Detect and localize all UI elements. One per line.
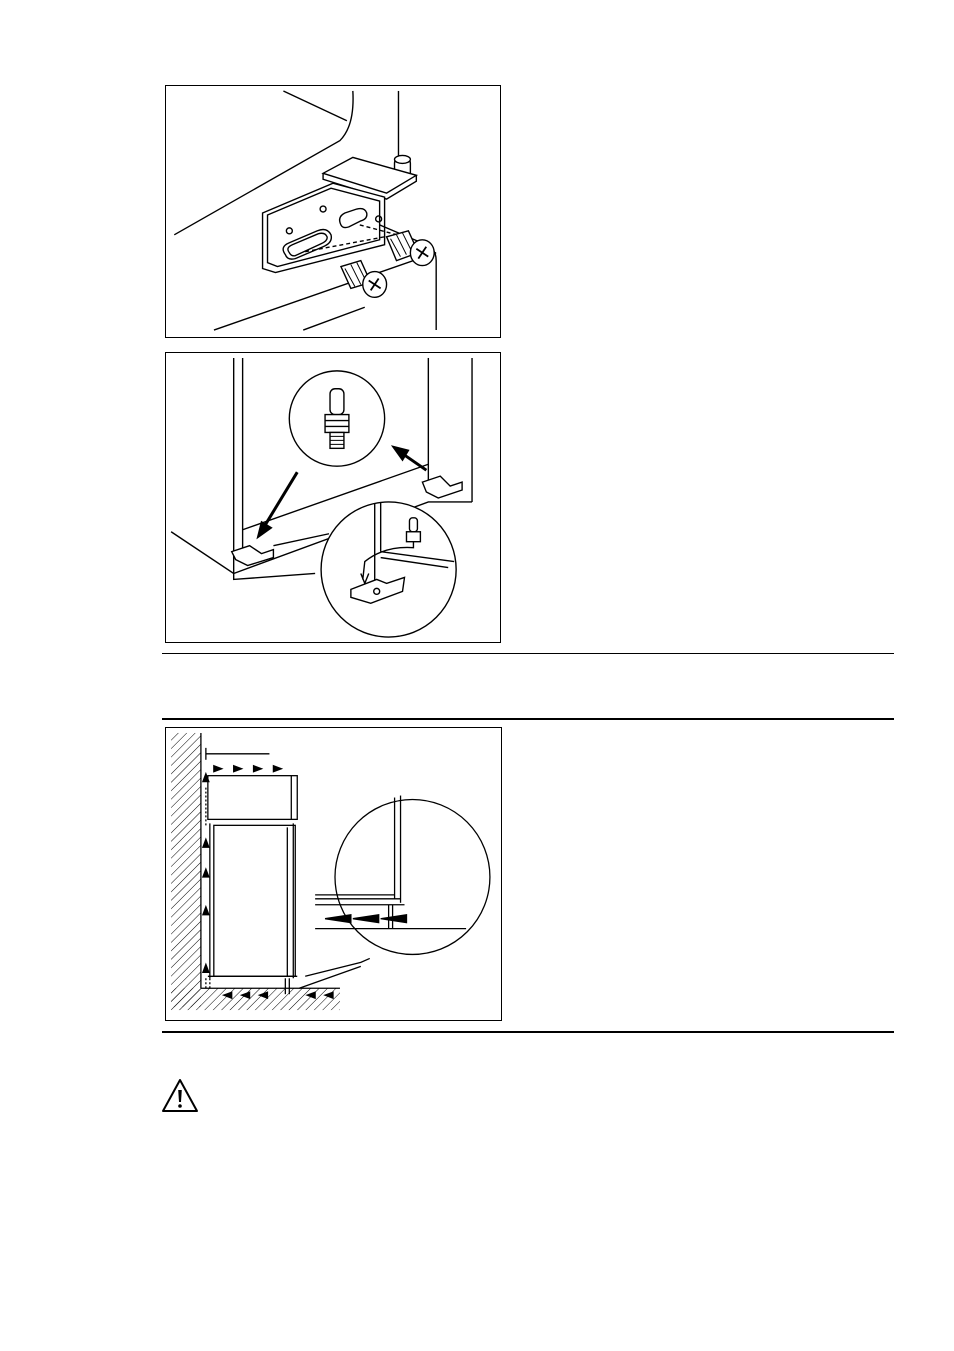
ventilation-clearance-figure: [165, 727, 502, 1021]
section-divider-2: [162, 718, 894, 720]
warning-triangle-icon: [160, 1077, 200, 1115]
hinge-pin-foot-drawing: [166, 353, 500, 642]
hinge-bracket-figure: [165, 85, 501, 338]
section-divider-3: [162, 1031, 894, 1033]
ventilation-clearance-drawing: [166, 728, 501, 1020]
section-divider-1: [162, 653, 894, 654]
hinge-bracket-drawing: [166, 86, 500, 337]
hinge-pin-foot-figure: [165, 352, 501, 643]
